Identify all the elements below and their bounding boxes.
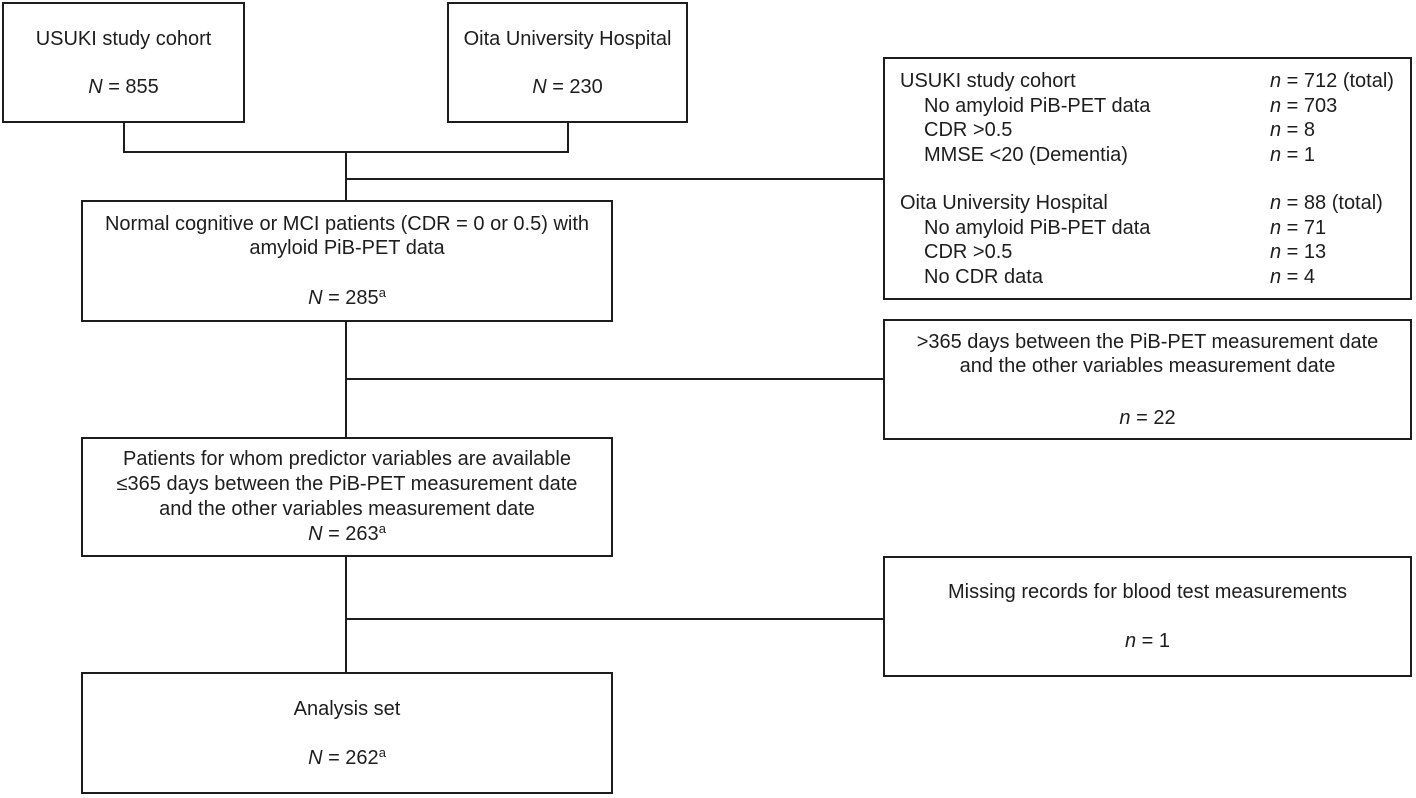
n-variable: N — [308, 523, 323, 545]
n-variable: n — [1270, 119, 1282, 141]
n-variable: n — [1270, 94, 1282, 117]
n-variable: n — [1124, 630, 1137, 652]
box-exclusion-summary: USUKI study cohort n = 712 (total) No am… — [883, 57, 1412, 300]
n-value: = 855 — [102, 75, 159, 98]
n-value: = 285 — [322, 287, 379, 309]
connector-usuki-drop — [123, 123, 125, 153]
n-value: = 13 — [1281, 241, 1327, 263]
n-value: = 703 — [1281, 94, 1338, 117]
exclusion-label: USUKI study cohort — [900, 70, 1076, 92]
box-text-line: Normal cognitive or MCI patients (CDR = … — [104, 213, 590, 235]
n-variable: N — [308, 746, 323, 769]
n-variable: n — [1119, 406, 1131, 429]
spacer — [900, 167, 1400, 191]
exclusion-count: n = 1 — [1270, 143, 1400, 168]
sample-size: N = 285a — [308, 286, 386, 310]
n-value: = 88 (total) — [1281, 192, 1383, 214]
sample-size: N = 263a — [308, 522, 386, 547]
exclusion-count: n = 8 — [1270, 118, 1400, 143]
connector-oita-drop — [567, 123, 569, 153]
box-analysis-set: Analysis set N = 262a — [81, 672, 613, 794]
n-variable: n — [1270, 143, 1282, 166]
box-exclusion-365-days: >365 days between the PiB-PET measuremen… — [883, 319, 1412, 440]
exclusion-count: n = 71 — [1270, 216, 1400, 241]
exclusion-row: No CDR data n = 4 — [900, 265, 1400, 290]
sample-size: n = 1 — [1125, 629, 1170, 653]
connector-spine-3 — [345, 557, 347, 672]
exclusion-label: Oita University Hospital — [900, 192, 1108, 214]
box-title: Analysis set — [293, 697, 401, 720]
exclusion-label: CDR >0.5 — [924, 241, 1013, 263]
n-variable: n — [1270, 241, 1282, 263]
n-value: = 8 — [1281, 119, 1316, 141]
footnote-marker: a — [378, 285, 386, 300]
n-variable: n — [1270, 265, 1282, 288]
exclusion-label: MMSE <20 (Dementia) — [924, 143, 1128, 166]
n-value: = 1 — [1281, 143, 1316, 166]
connector-branch-exclusion-blood — [346, 618, 883, 620]
box-text-line: Patients for whom predictor variables ar… — [123, 448, 571, 470]
box-oita-hospital: Oita University Hospital N = 230 — [447, 2, 688, 123]
exclusion-label: CDR >0.5 — [924, 119, 1013, 141]
n-variable: n — [1270, 70, 1282, 92]
sample-size: N = 230 — [532, 75, 603, 99]
exclusion-row: MMSE <20 (Dementia) n = 1 — [900, 143, 1400, 168]
box-exclusion-missing-blood: Missing records for blood test measureme… — [883, 556, 1412, 677]
n-value: = 22 — [1130, 406, 1176, 429]
box-predictor-available: Patients for whom predictor variables ar… — [81, 437, 613, 557]
n-value: = 1 — [1136, 630, 1171, 652]
n-variable: N — [88, 75, 103, 98]
box-text-line: Missing records for blood test measureme… — [947, 581, 1348, 603]
sample-size: N = 855 — [88, 75, 159, 99]
box-text-line: and the other variables measurement date — [159, 498, 535, 520]
sample-size: N = 262a — [308, 746, 386, 770]
box-text-line: ≤365 days between the PiB-PET measuremen… — [116, 473, 578, 495]
connector-branch-exclusion-365 — [346, 378, 883, 380]
sample-size: n = 22 — [1119, 406, 1175, 430]
box-usuki-cohort: USUKI study cohort N = 855 — [2, 2, 245, 123]
box-text-line: >365 days between the PiB-PET measuremen… — [916, 330, 1379, 353]
exclusion-label: No CDR data — [924, 265, 1043, 288]
exclusion-row: No amyloid PiB-PET data n = 71 — [900, 216, 1400, 241]
exclusion-count: n = 712 (total) — [1270, 69, 1400, 94]
n-variable: N — [308, 287, 323, 309]
exclusion-row: No amyloid PiB-PET data n = 703 — [900, 94, 1400, 119]
box-eligible-patients: Normal cognitive or MCI patients (CDR = … — [81, 200, 613, 322]
exclusion-count: n = 703 — [1270, 94, 1400, 119]
n-value: = 71 — [1281, 216, 1327, 239]
connector-spine-1 — [345, 151, 347, 200]
n-variable: n — [1270, 192, 1282, 214]
n-value: = 262 — [322, 746, 379, 769]
n-value: = 712 (total) — [1281, 70, 1394, 92]
exclusion-group-header: USUKI study cohort n = 712 (total) — [900, 69, 1400, 94]
exclusion-row: CDR >0.5 n = 8 — [900, 118, 1400, 143]
n-value: = 230 — [546, 75, 603, 98]
connector-branch-exclusion-top — [346, 178, 883, 180]
box-text-line: and the other variables measurement date — [959, 354, 1336, 377]
exclusion-count: n = 13 — [1270, 240, 1400, 265]
exclusion-count: n = 4 — [1270, 265, 1400, 290]
box-text-line: amyloid PiB-PET data — [249, 237, 445, 259]
footnote-marker: a — [378, 744, 386, 760]
exclusion-group-header: Oita University Hospital n = 88 (total) — [900, 191, 1400, 216]
exclusion-count: n = 88 (total) — [1270, 191, 1400, 216]
n-value: = 4 — [1281, 265, 1316, 288]
n-variable: N — [532, 75, 547, 98]
n-variable: n — [1270, 216, 1282, 239]
exclusion-label: No amyloid PiB-PET data — [924, 216, 1151, 239]
exclusion-row: CDR >0.5 n = 13 — [900, 240, 1400, 265]
exclusion-label: No amyloid PiB-PET data — [924, 94, 1151, 117]
footnote-marker: a — [378, 521, 386, 536]
n-value: = 263 — [322, 523, 379, 545]
box-title: USUKI study cohort — [35, 27, 212, 50]
box-title: Oita University Hospital — [463, 27, 672, 50]
